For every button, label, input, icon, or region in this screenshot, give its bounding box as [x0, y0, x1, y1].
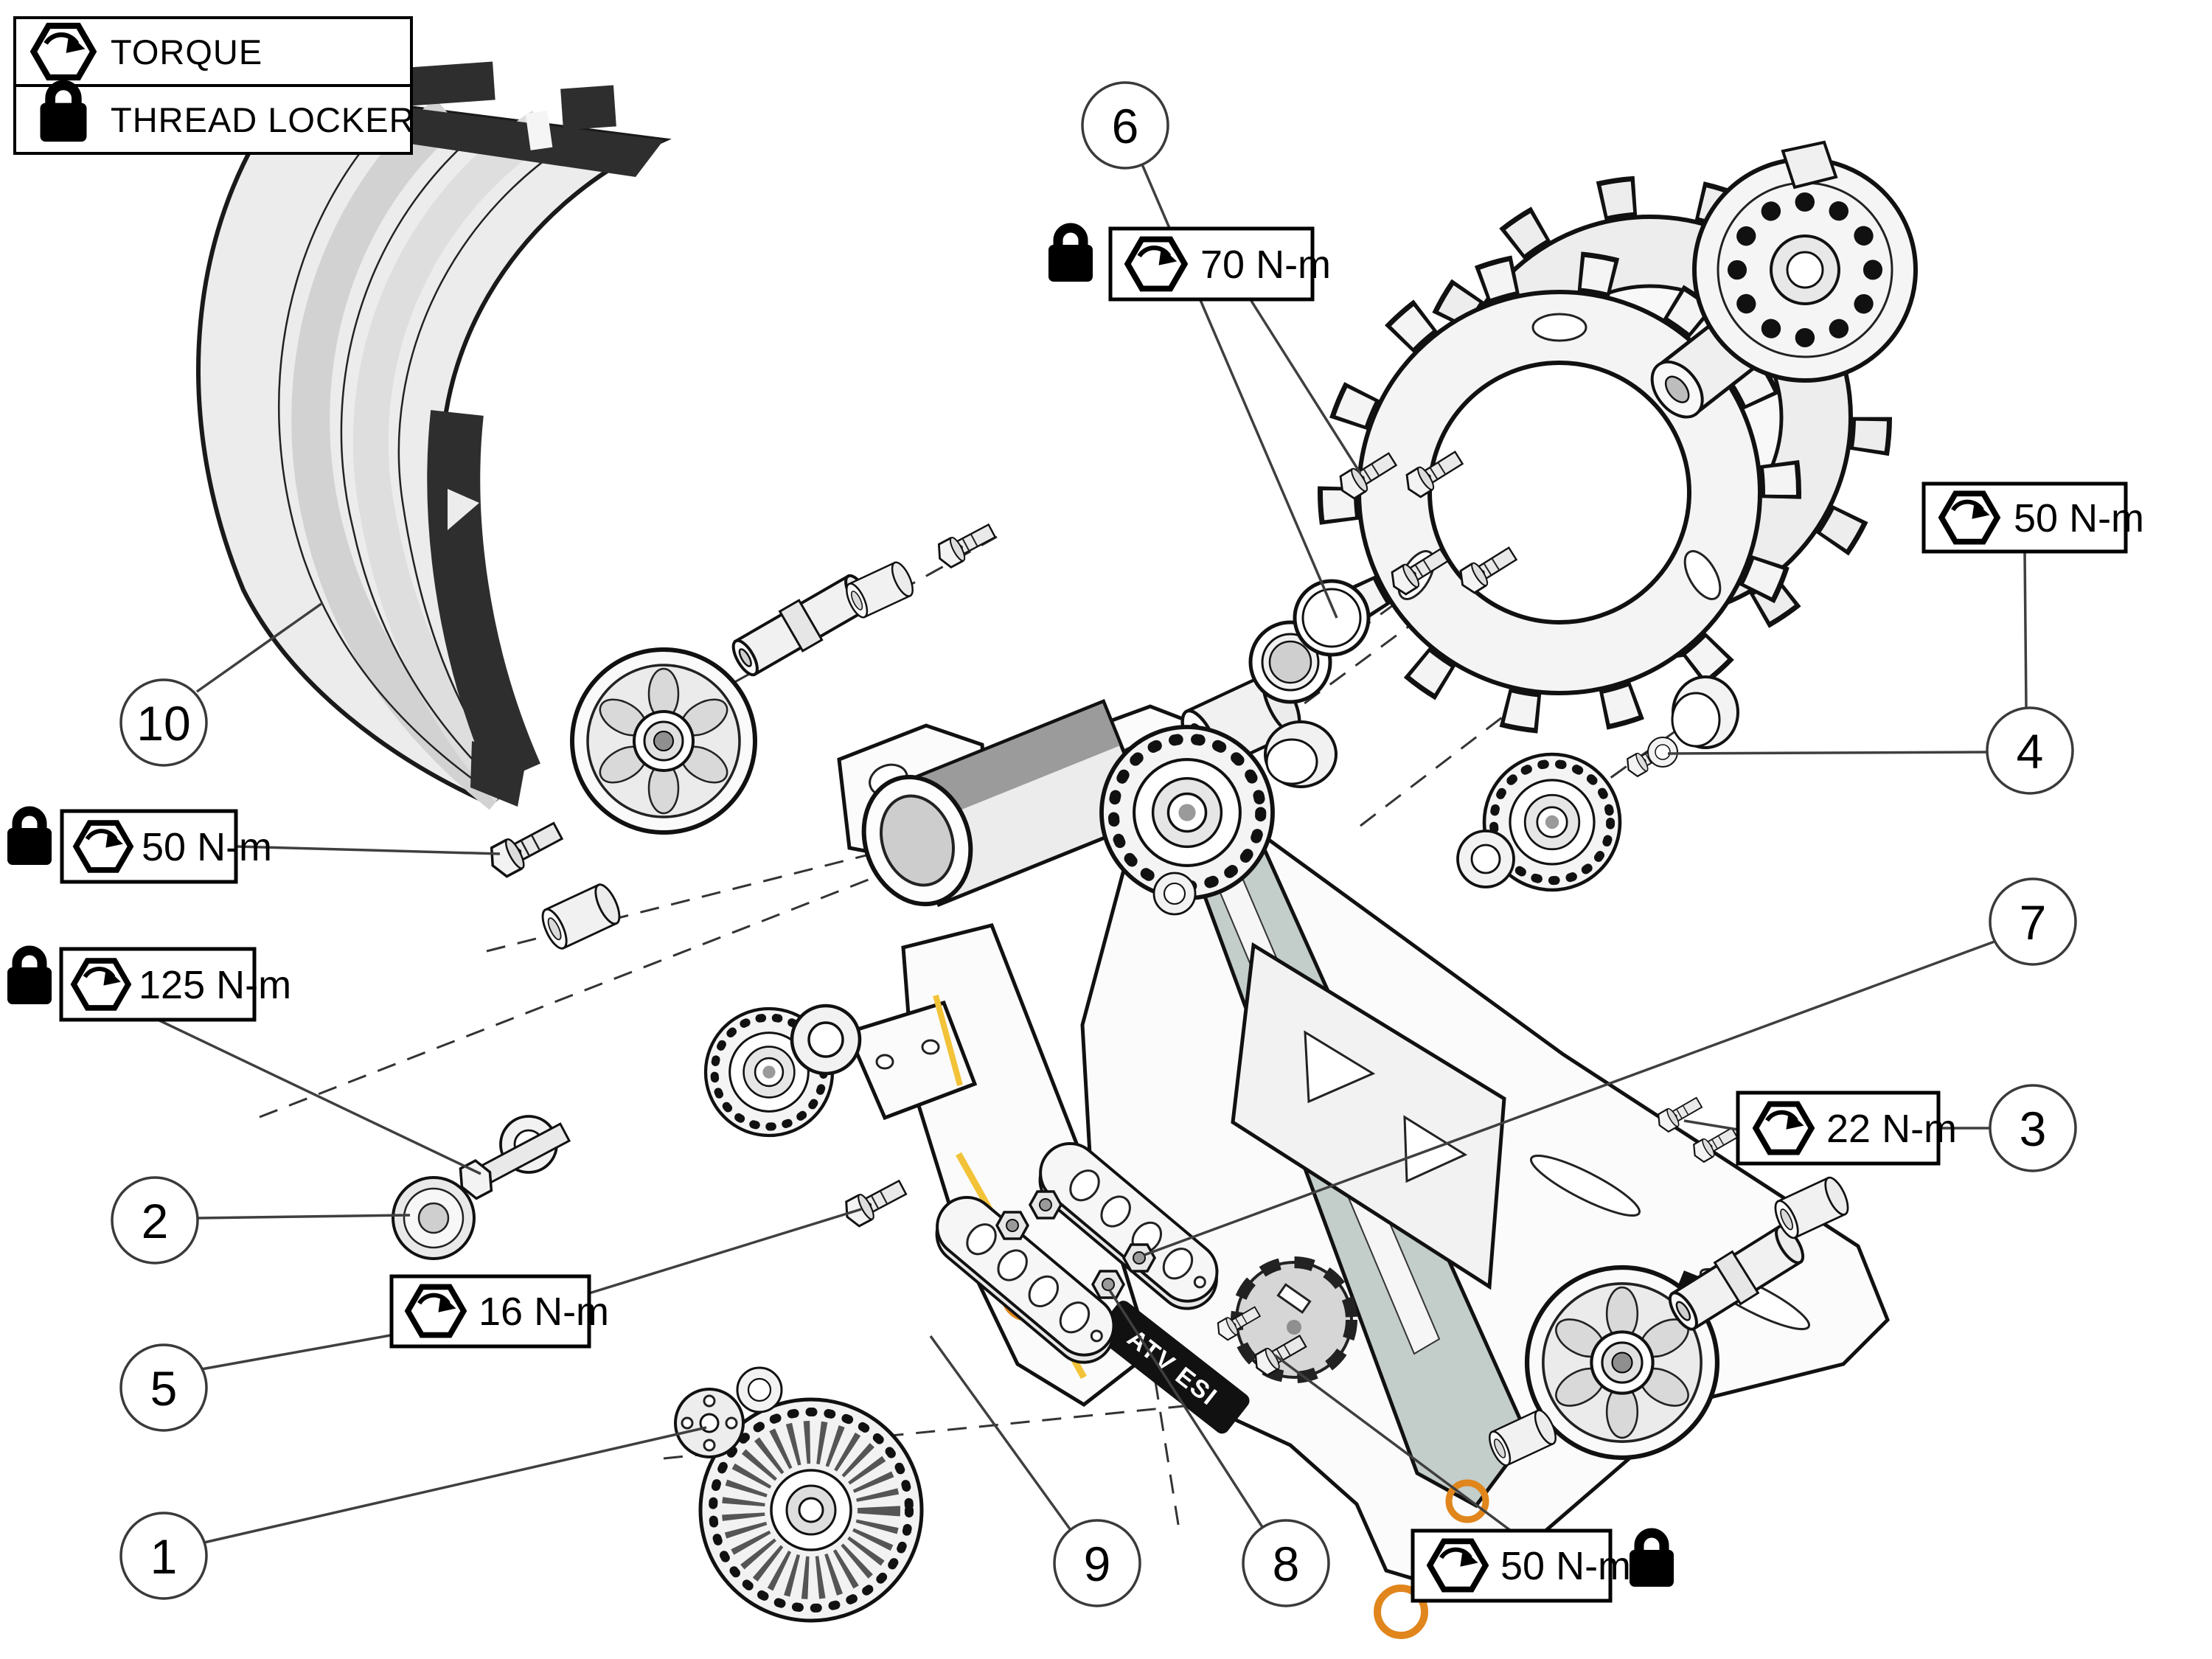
torque-hex-icon — [34, 26, 94, 77]
washer — [792, 1006, 860, 1074]
sprocket-hub — [1650, 140, 1918, 419]
torque-hex-icon — [76, 823, 131, 870]
svg-text:5: 5 — [150, 1361, 178, 1416]
torque-hex-icon — [1430, 1541, 1486, 1589]
callout-4: 4 — [1986, 706, 2074, 795]
svg-text:50 N-m: 50 N-m — [2014, 496, 2144, 540]
svg-text:125 N-m: 125 N-m — [139, 963, 291, 1007]
wheel-bolt — [484, 815, 567, 882]
washer — [1456, 830, 1515, 888]
ribbed-idler-pulley — [1102, 727, 1273, 898]
torque-label-50nm-upper-right: 50 N-m — [1921, 481, 2144, 554]
hub-cap — [392, 1176, 476, 1260]
orange-bushing — [1374, 1585, 1428, 1639]
thread-locker-lock-icon — [7, 950, 52, 1004]
axle-bolt — [459, 1122, 571, 1200]
svg-text:10: 10 — [136, 696, 190, 751]
torque-hex-icon — [1941, 493, 1997, 541]
svg-text:1: 1 — [150, 1529, 178, 1584]
swing-arm-pivot-tube — [861, 698, 1154, 908]
flange-nut — [1091, 1270, 1125, 1299]
legend-torque-label: TORQUE — [111, 32, 262, 72]
flange-nut — [995, 1211, 1029, 1240]
thread-locker-lock-icon — [1630, 1533, 1674, 1587]
svg-text:4: 4 — [2017, 724, 2044, 779]
torque-label-70nm: 70 N-m — [1048, 228, 1331, 302]
torque-hex-icon — [1756, 1104, 1812, 1152]
callout-1: 1 — [119, 1512, 208, 1600]
arm-slot — [1529, 1154, 1641, 1217]
svg-text:9: 9 — [1084, 1537, 1111, 1591]
rear-axle-pin — [1668, 1225, 1805, 1331]
torque-hex-icon — [74, 961, 128, 1008]
exploded-view-drawing: ATV ESI — [196, 61, 1918, 1639]
svg-text:2: 2 — [142, 1194, 169, 1248]
legend-thread-locker-label: THREAD LOCKER — [111, 100, 415, 139]
flange-nut — [1029, 1190, 1062, 1220]
swing-arm-assembly: ATV ESI — [837, 698, 1890, 1639]
slider-bolt — [839, 1174, 911, 1231]
orange-bushing — [1445, 1479, 1489, 1523]
callout-2: 2 — [111, 1176, 199, 1265]
svg-text:7: 7 — [2020, 895, 2047, 950]
washer — [1647, 737, 1678, 768]
slider-plate-upper — [1038, 1141, 1219, 1310]
spacer-bushing — [537, 880, 625, 953]
svg-text:3: 3 — [2020, 1102, 2047, 1156]
svg-text:8: 8 — [1273, 1537, 1300, 1591]
seal-ring — [1293, 579, 1371, 657]
legend: TORQUE THREAD LOCKER — [13, 16, 415, 155]
svg-text:70 N-m: 70 N-m — [1200, 243, 1331, 287]
yellow-accent-stripe — [933, 994, 963, 1087]
washer — [1152, 872, 1197, 916]
flange-nut — [1122, 1243, 1156, 1273]
svg-text:50 N-m: 50 N-m — [1500, 1544, 1631, 1588]
svg-text:6: 6 — [1112, 99, 1139, 153]
callout-9: 9 — [1053, 1519, 1141, 1607]
thread-locker-lock-icon — [1048, 228, 1093, 282]
torque-hex-icon — [1127, 240, 1184, 289]
spacer-cylinder — [841, 558, 918, 622]
svg-text:22 N-m: 22 N-m — [1826, 1107, 1957, 1151]
callout-7: 7 — [1989, 877, 2077, 966]
callout-10: 10 — [119, 678, 208, 767]
callout-3: 3 — [1989, 1084, 2077, 1172]
slider-plate-lower — [935, 1195, 1116, 1364]
svg-text:50 N-m: 50 N-m — [142, 825, 272, 869]
torque-label-22nm: 22 N-m — [1736, 1091, 1957, 1166]
front-idler-wheel — [572, 650, 755, 832]
bearing-cup — [1671, 675, 1739, 749]
torque-label-125nm: 125 N-m — [7, 949, 291, 1022]
torque-label-16nm: 16 N-m — [389, 1274, 609, 1349]
leader-lines — [157, 164, 2028, 1544]
annotations: TORQUE THREAD LOCKER 70 N-m 50 N-m 50 N-… — [7, 16, 2144, 1607]
torque-label-50nm-bottom: 50 N-m — [1411, 1531, 1674, 1603]
dust-cap — [1264, 720, 1338, 788]
thread-locker-lock-icon — [7, 811, 52, 865]
swing-arm-front-bracket — [901, 923, 1152, 1408]
torque-label-50nm-mid-left: 50 N-m — [7, 811, 272, 884]
svg-text:16 N-m: 16 N-m — [479, 1290, 609, 1334]
bearing-flange-plate — [674, 1388, 745, 1458]
small-bolt — [932, 518, 999, 571]
torque-hex-icon — [408, 1287, 464, 1335]
callout-5: 5 — [119, 1343, 208, 1432]
drive-sprocket-assembly — [1318, 140, 1918, 734]
washer — [736, 1366, 783, 1413]
callout-8: 8 — [1242, 1519, 1330, 1607]
callout-6: 6 — [1081, 81, 1169, 170]
